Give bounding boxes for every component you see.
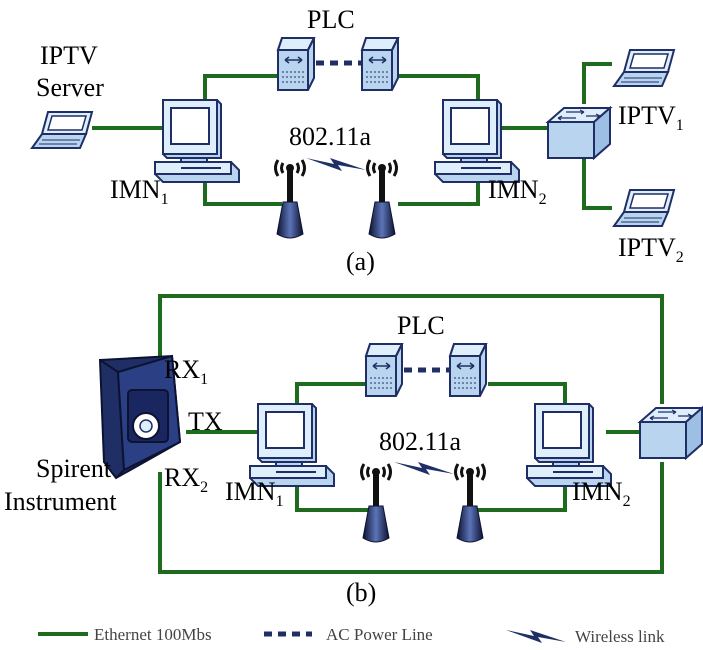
caption-a: (a) (346, 247, 375, 276)
spirent-instrument (98, 354, 182, 480)
legend-wireless-swatch (506, 630, 566, 643)
wifi-label-a: 802.11a (289, 122, 372, 151)
imn1-computer-a (154, 99, 240, 183)
imn2-label-a: IMN2 (488, 175, 547, 208)
server-laptop (31, 111, 93, 149)
panel-b: PLC 802.11a RX1 TX RX2 Spirent Instrumen… (4, 294, 703, 607)
antenna-a1 (274, 158, 306, 240)
rx1-label: RX1 (164, 355, 208, 388)
client-laptop-1 (613, 49, 675, 87)
imn2-computer-a (434, 99, 520, 183)
plc-adapter-b2 (449, 343, 487, 397)
instrument-label-line2: Instrument (4, 487, 117, 516)
switch-b (639, 407, 703, 459)
legend-wireless-label: Wireless link (575, 627, 665, 646)
panel-a: PLC 802.11a IPTV Server IMN1 IMN2 IPTV1 … (31, 5, 684, 276)
instrument-label-line1: Spirent (36, 454, 112, 483)
legend-power-line-label: AC Power Line (326, 625, 433, 644)
imn1-label-a: IMN1 (110, 175, 169, 208)
wireless-link-a (306, 158, 366, 171)
wifi-label-b: 802.11a (379, 427, 462, 456)
server-label-line2: Server (36, 73, 104, 102)
legend-ethernet-label: Ethernet 100Mbs (94, 625, 212, 644)
plc-label-a: PLC (307, 5, 355, 34)
legend: Ethernet 100Mbs AC Power Line Wireless l… (38, 625, 665, 646)
imn2-label-b: IMN2 (572, 477, 631, 510)
server-label-line1: IPTV (40, 41, 98, 70)
antenna-a2 (366, 158, 398, 240)
plc-adapter-a2 (361, 37, 399, 91)
client1-label: IPTV1 (618, 101, 684, 134)
switch-a (547, 107, 611, 159)
imn2-computer-b (526, 403, 612, 487)
imn1-label-b: IMN1 (225, 477, 284, 510)
wireless-link-b (394, 462, 454, 475)
client-laptop-2 (613, 189, 675, 227)
tx-label: TX (188, 407, 223, 436)
client2-label: IPTV2 (618, 233, 684, 266)
plc-label-b: PLC (397, 311, 445, 340)
ethernet-links-b (158, 294, 664, 574)
caption-b: (b) (346, 578, 376, 607)
antenna-b1 (360, 462, 392, 544)
rx2-label: RX2 (164, 463, 208, 496)
plc-adapter-b1 (365, 343, 403, 397)
antenna-b2 (454, 462, 486, 544)
imn1-computer-b (249, 403, 335, 487)
plc-adapter-a1 (277, 37, 315, 91)
